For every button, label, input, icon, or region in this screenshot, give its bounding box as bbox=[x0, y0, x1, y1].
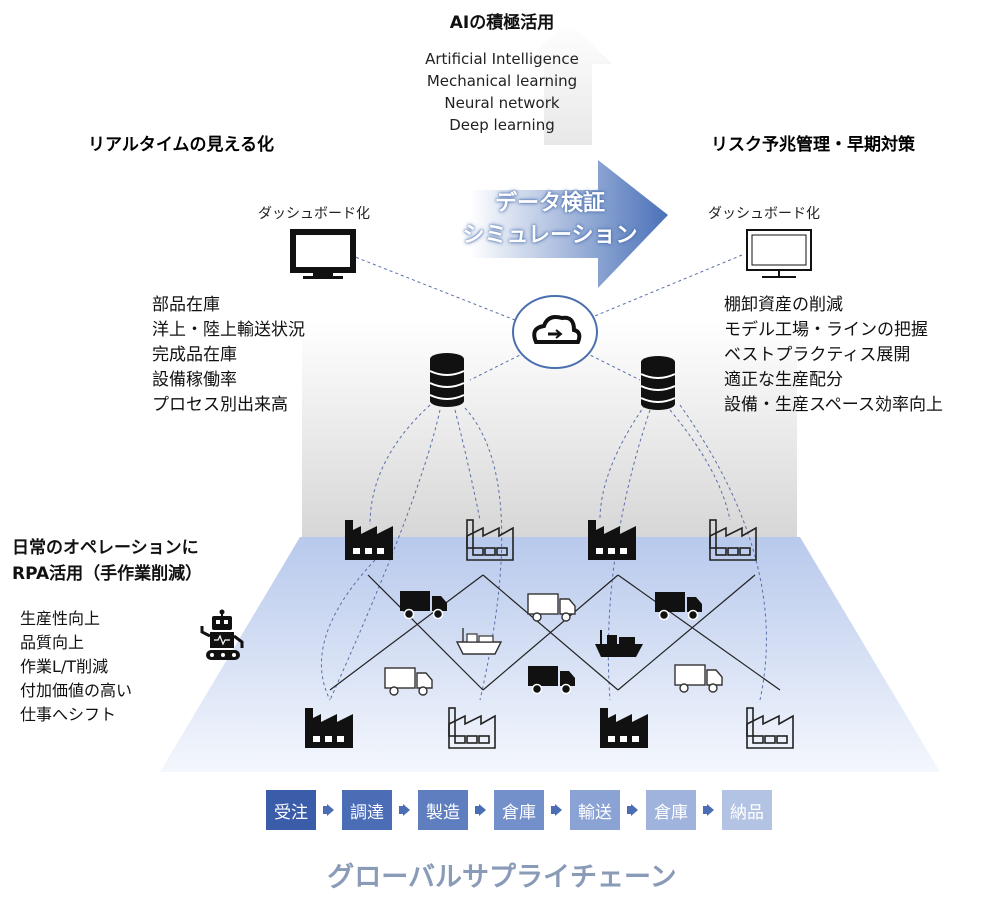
flow-arrow-icon bbox=[392, 804, 418, 816]
list-item: 作業L/T削減 bbox=[20, 657, 109, 676]
ship-icon bbox=[595, 630, 643, 657]
database-icon-left bbox=[429, 352, 465, 408]
ai-item: Neural network bbox=[444, 94, 560, 112]
flow-arrow-icon bbox=[316, 804, 342, 816]
flow-step-order: 受注 bbox=[266, 790, 316, 830]
flow-step-manufacturing: 製造 bbox=[418, 790, 468, 830]
ai-item: Artificial Intelligence bbox=[425, 50, 579, 68]
process-flow: 受注 調達 製造 倉庫 輸送 倉庫 納品 bbox=[266, 790, 772, 830]
list-item: 適正な生産配分 bbox=[724, 370, 843, 390]
cloud-sync-icon bbox=[512, 295, 598, 369]
list-item: 仕事へシフト bbox=[20, 705, 117, 724]
list-item: プロセス別出来高 bbox=[152, 395, 288, 415]
list-item: 完成品在庫 bbox=[152, 345, 237, 365]
robot-icon bbox=[200, 609, 244, 660]
list-item: 棚卸資産の削減 bbox=[724, 295, 843, 315]
database-icon-right bbox=[640, 355, 676, 411]
left-dashboard-label: ダッシュボード化 bbox=[258, 206, 370, 222]
list-item: 設備稼働率 bbox=[152, 370, 237, 390]
simulation-line2: シミュレーション bbox=[462, 223, 638, 248]
simulation-arrow-label: データ検証 シミュレーション bbox=[440, 188, 660, 252]
monitor-icon-left bbox=[290, 229, 356, 279]
right-heading: リスク予兆管理・早期対策 bbox=[711, 135, 915, 155]
flow-step-delivery: 納品 bbox=[722, 790, 772, 830]
list-item: 付加価値の高い bbox=[20, 681, 133, 700]
left-visibility-list: 部品在庫 洋上・陸上輸送状況 完成品在庫 設備稼働率 プロセス別出来高 bbox=[152, 293, 305, 418]
rpa-heading-line1: 日常のオペレーションに bbox=[12, 538, 199, 558]
simulation-arrow bbox=[470, 160, 668, 288]
ai-title: AIの積極活用 bbox=[449, 13, 555, 33]
flow-arrow-icon bbox=[620, 804, 646, 816]
list-item: 部品在庫 bbox=[152, 295, 220, 315]
list-item: 設備・生産スペース効率向上 bbox=[724, 395, 943, 415]
flow-step-warehouse: 倉庫 bbox=[494, 790, 544, 830]
ship-icon bbox=[455, 628, 503, 655]
right-dashboard-label: ダッシュボード化 bbox=[708, 206, 820, 222]
list-item: 生産性向上 bbox=[20, 609, 101, 628]
list-item: ベストプラクティス展開 bbox=[724, 345, 911, 365]
list-item: 品質向上 bbox=[20, 633, 85, 652]
flow-step-warehouse-2: 倉庫 bbox=[646, 790, 696, 830]
simulation-line1: データ検証 bbox=[494, 191, 605, 216]
ai-up-arrow bbox=[524, 20, 612, 145]
ai-item: Mechanical learning bbox=[426, 72, 578, 90]
right-risk-list: 棚卸資産の削減 モデル工場・ラインの把握 ベストプラクティス展開 適正な生産配分… bbox=[724, 293, 943, 418]
rpa-heading: 日常のオペレーションに RPA活用（手作業削減） bbox=[12, 535, 202, 587]
flow-arrow-icon bbox=[696, 804, 722, 816]
flow-step-procurement: 調達 bbox=[342, 790, 392, 830]
rpa-effects-list: 生産性向上 品質向上 作業L/T削減 付加価値の高い 仕事へシフト bbox=[20, 607, 132, 727]
list-item: 洋上・陸上輸送状況 bbox=[152, 320, 305, 340]
monitor-icon-right bbox=[746, 229, 812, 278]
diagram-title: グローバルサプライチェーン bbox=[327, 862, 677, 893]
list-item: モデル工場・ラインの把握 bbox=[724, 320, 928, 340]
ai-item: Deep learning bbox=[449, 116, 555, 134]
left-heading: リアルタイムの見える化 bbox=[88, 135, 274, 155]
rpa-heading-line2: RPA活用（手作業削減） bbox=[12, 564, 203, 584]
flow-arrow-icon bbox=[544, 804, 570, 816]
supply-floor bbox=[160, 537, 940, 772]
flow-step-transport: 輸送 bbox=[570, 790, 620, 830]
flow-arrow-icon bbox=[468, 804, 494, 816]
ai-technology-list: Artificial Intelligence Mechanical learn… bbox=[0, 48, 1004, 136]
